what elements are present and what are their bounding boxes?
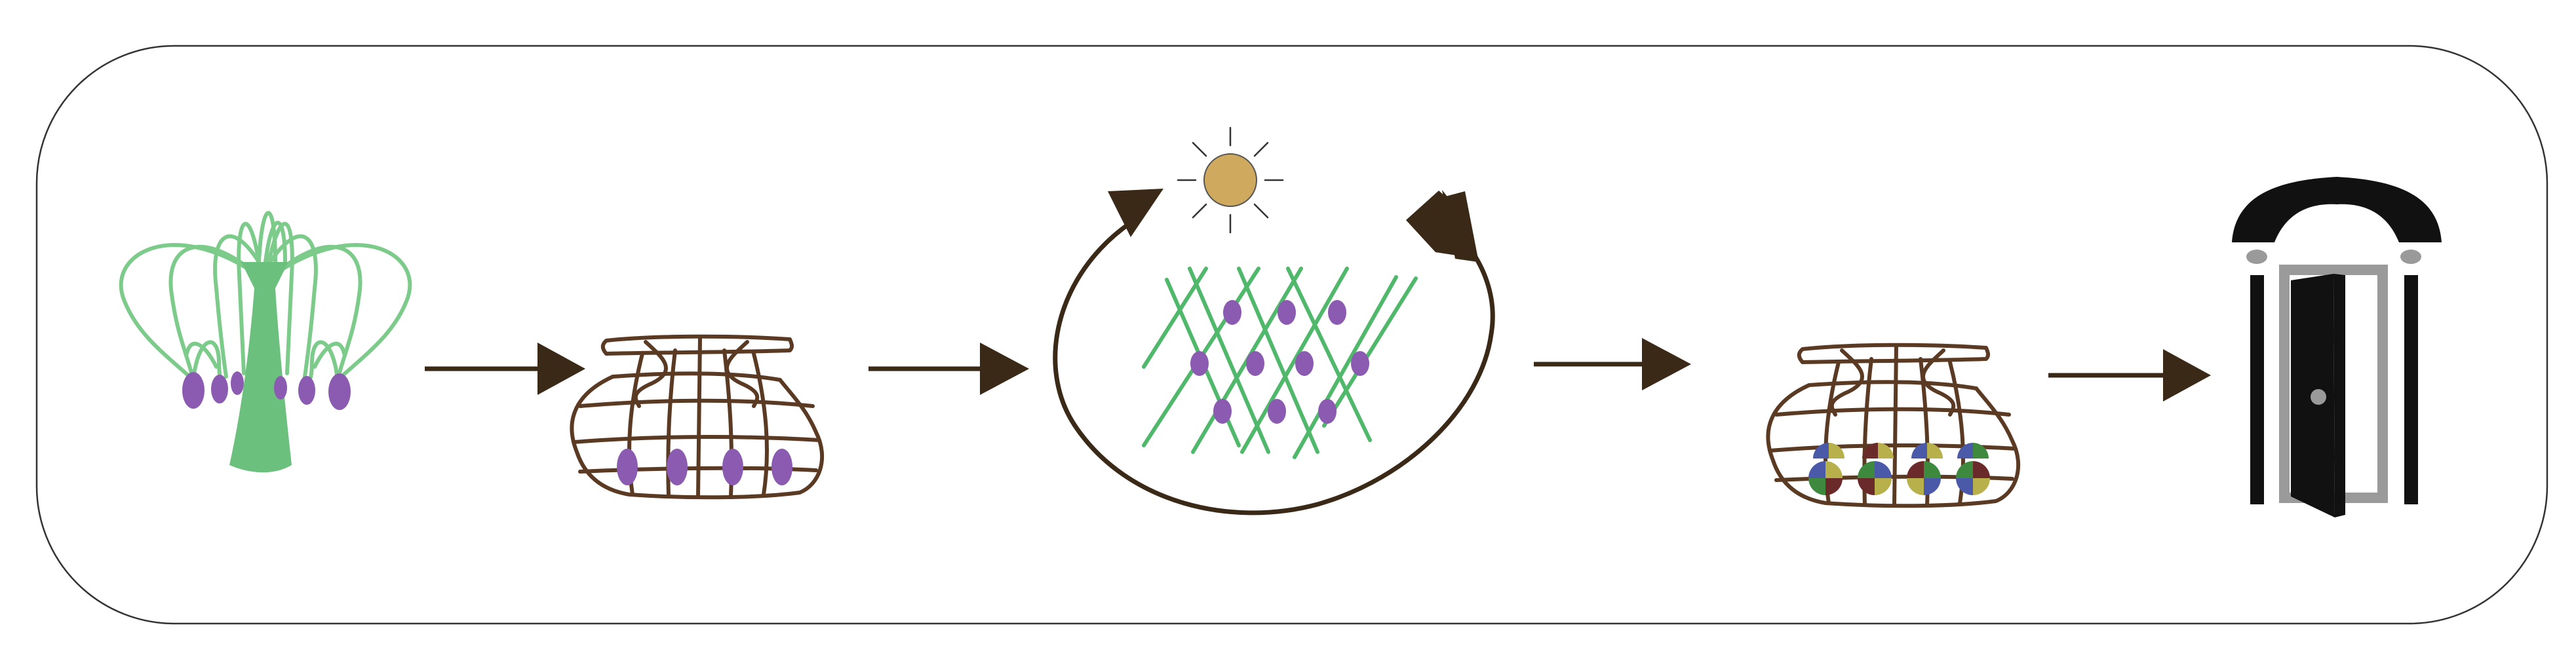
process-arrow-4 — [2048, 349, 2211, 402]
sun-drying-rack-cycle-icon — [1053, 126, 1495, 515]
open-door-doorway-icon — [2232, 177, 2442, 517]
process-arrow-2 — [868, 343, 1029, 395]
process-arrow-3 — [1534, 338, 1691, 390]
purple-pods — [182, 371, 351, 410]
basket-with-purple-pods-icon — [570, 334, 824, 500]
drying-pods — [1190, 300, 1369, 424]
process-arrow-1 — [425, 343, 585, 395]
diagram-frame — [35, 45, 2548, 625]
basket-with-multicolor-pods-icon — [1766, 343, 2020, 508]
flowering-plant-with-purple-pods-icon — [119, 211, 412, 385]
multicolor-pods — [1808, 443, 1990, 495]
sun-icon — [1177, 126, 1284, 234]
cycle-arrowhead-left — [1108, 189, 1163, 237]
plant-stem — [229, 262, 292, 473]
